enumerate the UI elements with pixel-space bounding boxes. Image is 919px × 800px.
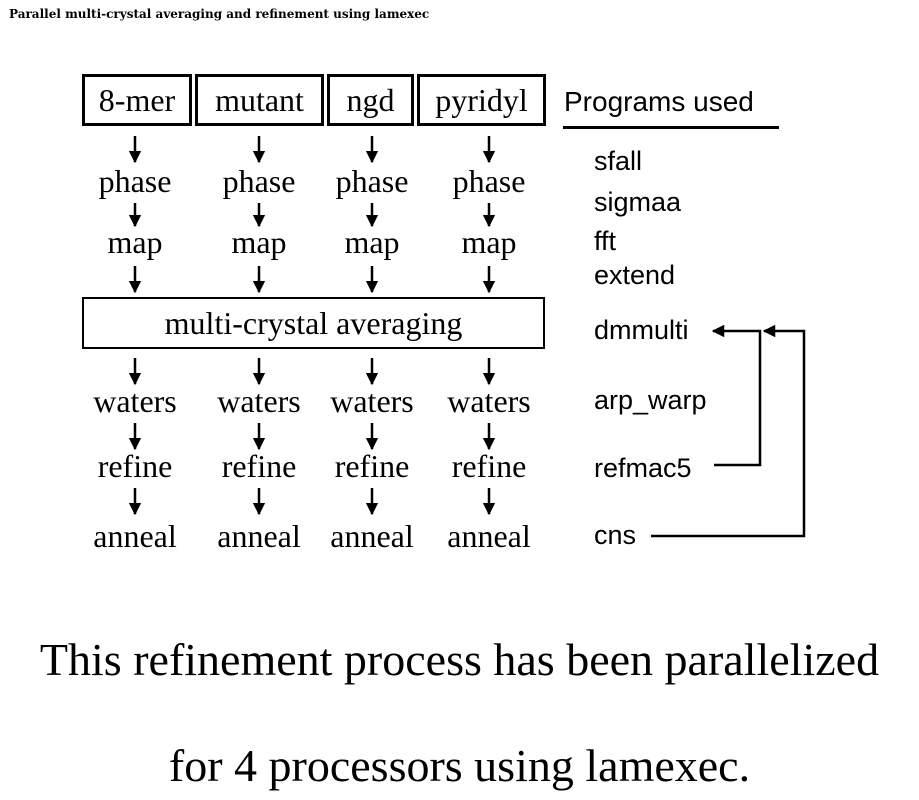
step-map: map bbox=[344, 224, 400, 260]
step-anneal: anneal bbox=[447, 518, 531, 554]
refmac5-to-dmmulti-arrow-icon bbox=[711, 324, 762, 467]
crystal-box-8mer: 8-mer bbox=[82, 74, 192, 126]
step-phase: phase bbox=[98, 163, 172, 199]
feedback-loops bbox=[651, 324, 806, 538]
step-refine: refine bbox=[97, 448, 173, 484]
step-waters: waters bbox=[217, 383, 301, 419]
step-phase: phase bbox=[335, 163, 409, 199]
page-title: Parallel multi-crystal averaging and ref… bbox=[9, 7, 430, 21]
step-refine: refine bbox=[451, 448, 527, 484]
crystal-box-ngd: ngd bbox=[327, 74, 414, 126]
step-waters: waters bbox=[330, 383, 414, 419]
step-anneal: anneal bbox=[330, 518, 414, 554]
step-phase: phase bbox=[222, 163, 296, 199]
caption-line-1: This refinement process has been paralle… bbox=[39, 634, 880, 685]
down-arrows bbox=[128, 136, 496, 516]
crystal-box-mutant: mutant bbox=[195, 74, 324, 126]
caption-line-2: for 4 processors using lamexec. bbox=[168, 740, 751, 791]
multi-crystal-averaging-box: multi-crystal averaging bbox=[82, 297, 545, 349]
program-arp-warp: arp_warp bbox=[594, 385, 707, 415]
step-anneal: anneal bbox=[93, 518, 177, 554]
programs-heading: Programs used bbox=[564, 86, 754, 117]
program-refmac5: refmac5 bbox=[594, 453, 692, 483]
step-waters: waters bbox=[93, 383, 177, 419]
program-dmmulti: dmmulti bbox=[594, 315, 689, 345]
program-sigmaa: sigmaa bbox=[594, 187, 682, 217]
step-refine: refine bbox=[334, 448, 410, 484]
step-waters: waters bbox=[447, 383, 531, 419]
step-map: map bbox=[231, 224, 287, 260]
program-cns: cns bbox=[594, 520, 637, 550]
step-refine: refine bbox=[221, 448, 297, 484]
crystal-box-pyridyl: pyridyl bbox=[417, 74, 546, 126]
step-map: map bbox=[107, 224, 163, 260]
program-sfall: sfall bbox=[594, 146, 643, 176]
program-fft: fft bbox=[594, 226, 617, 256]
program-extend: extend bbox=[594, 260, 676, 290]
step-phase: phase bbox=[452, 163, 526, 199]
cns-to-dmmulti-arrow-icon bbox=[651, 324, 806, 538]
step-anneal: anneal bbox=[217, 518, 301, 554]
programs-heading-underline bbox=[563, 126, 779, 129]
step-map: map bbox=[461, 224, 517, 260]
